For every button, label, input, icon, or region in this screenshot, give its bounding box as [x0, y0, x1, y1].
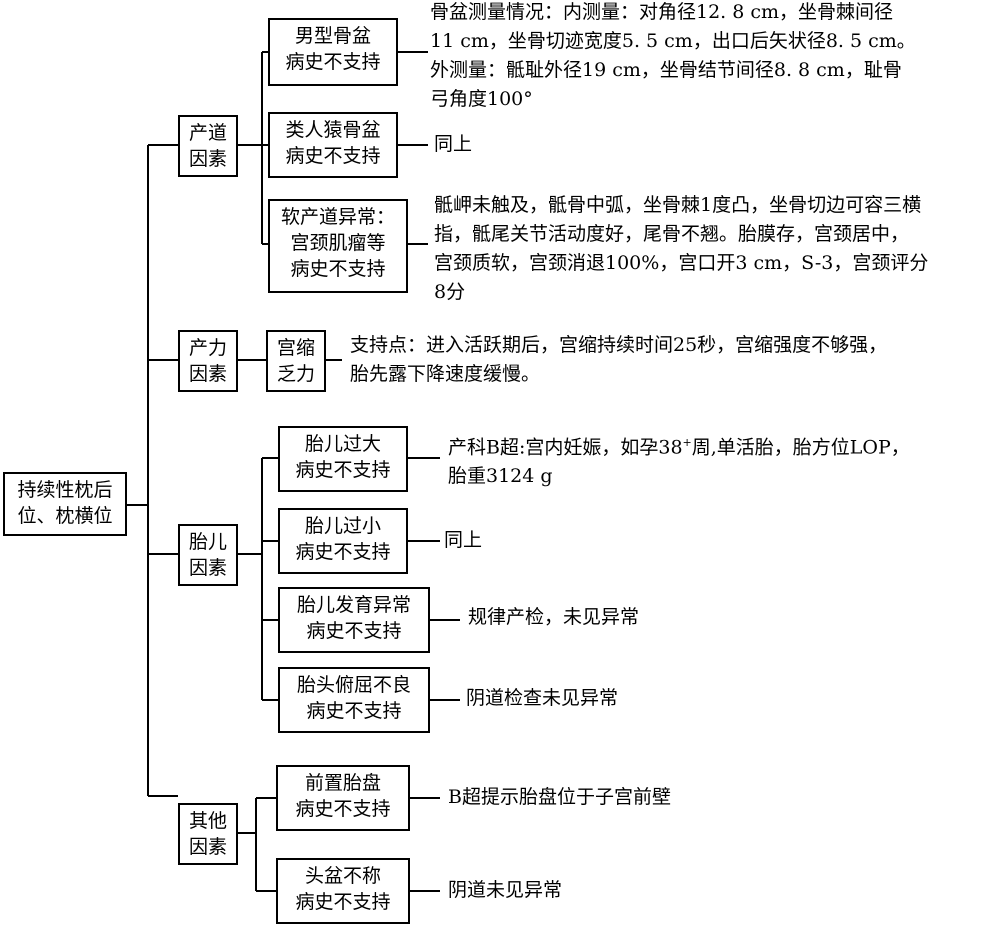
node-label: 病史不支持 — [306, 700, 402, 722]
node-label: 病史不支持 — [285, 145, 381, 167]
node-label: 乏力 — [276, 363, 315, 385]
root-node: 持续性枕后 位、枕横位 — [3, 472, 127, 536]
node-label: 胎头俯屈不良 — [296, 674, 411, 696]
note-fetal-large: 产科B超:宫内妊娠，如孕38+周,单活胎，胎方位LOP， 胎重3124 g — [448, 428, 910, 491]
note-line: 骶岬未触及，骶骨中弧，坐骨棘1度凸，坐骨切边可容三横 — [434, 194, 922, 216]
category-birth-canal-line2: 因素 — [188, 148, 227, 170]
category-force: 产力 因素 — [178, 330, 238, 392]
category-fetal-line1: 胎儿 — [188, 531, 227, 553]
root-line2: 位、枕横位 — [17, 505, 113, 527]
note-line: 胎先露下降速度缓慢。 — [350, 363, 541, 385]
node-anthropoid-pelvis: 类人猿骨盆 病史不支持 — [268, 112, 398, 178]
note-anterior-placenta: B超提示胎盘位于子宫前壁 — [448, 783, 671, 812]
node-label: 前置胎盘 — [304, 772, 381, 794]
node-label: 胎儿发育异常 — [296, 594, 411, 616]
category-force-line2: 因素 — [188, 363, 227, 385]
note-anthropoid-pelvis: 同上 — [434, 130, 472, 159]
note-fetal-abnormal: 规律产检，未见异常 — [468, 603, 639, 632]
node-fetal-small: 胎儿过小 病史不支持 — [278, 508, 408, 574]
category-other-line2: 因素 — [188, 836, 227, 858]
note-line: 规律产检，未见异常 — [468, 606, 640, 628]
category-birth-canal: 产道 因素 — [178, 115, 238, 177]
note-text: 周,单活胎，胎方位LOP， — [691, 436, 910, 459]
category-other-line1: 其他 — [188, 810, 227, 832]
note-fetal-small: 同上 — [444, 526, 482, 555]
note-uterine-inertia: 支持点：进入活跃期后，宫缩持续时间25秒，宫缩强度不够强， 胎先露下降速度缓慢。 — [350, 331, 887, 389]
note-line: 产科B超:宫内妊娠，如孕38+周,单活胎，胎方位LOP， — [448, 428, 910, 462]
node-label: 胎儿过小 — [304, 515, 381, 537]
note-cpd: 阴道未见异常 — [448, 876, 562, 905]
node-poor-flexion: 胎头俯屈不良 病史不支持 — [278, 667, 430, 733]
note-line: B超提示胎盘位于子宫前壁 — [448, 786, 671, 808]
note-soft-canal: 骶岬未触及，骶骨中弧，坐骨棘1度凸，坐骨切边可容三横 指，骶尾关节活动度好，尾骨… — [434, 191, 928, 307]
note-line: 同上 — [434, 133, 473, 155]
note-poor-flexion: 阴道检查未见异常 — [466, 684, 618, 713]
category-fetal: 胎儿 因素 — [178, 524, 238, 586]
note-line: 外测量：骶耻外径19 cm，坐骨结节间径8. 8 cm，耻骨 — [430, 59, 902, 81]
node-label: 宫颈肌瘤等 — [290, 232, 386, 254]
note-text: 产科B超:宫内妊娠，如孕38 — [448, 436, 683, 459]
category-force-line1: 产力 — [188, 337, 227, 359]
category-fetal-line2: 因素 — [188, 557, 227, 579]
node-label: 宫缩 — [276, 337, 315, 359]
note-line: 骨盆测量情况：内测量：对角径12. 8 cm，坐骨棘间径 — [430, 1, 894, 23]
node-label: 病史不支持 — [295, 541, 391, 563]
note-line: 同上 — [444, 529, 483, 551]
node-anterior-placenta: 前置胎盘 病史不支持 — [276, 765, 410, 831]
note-line: 宫颈质软，宫颈消退100%，宫口开3 cm，S-3，宫颈评分 — [434, 252, 929, 274]
note-line: 11 cm，坐骨切迹宽度5. 5 cm，出口后矢状径8. 5 cm。 — [430, 30, 916, 52]
note-male-pelvis: 骨盆测量情况：内测量：对角径12. 8 cm，坐骨棘间径 11 cm，坐骨切迹宽… — [430, 0, 916, 114]
note-line: 弓角度100° — [430, 88, 533, 110]
node-label: 病史不支持 — [295, 798, 391, 820]
note-superscript: + — [682, 436, 692, 449]
node-label: 病史不支持 — [295, 459, 391, 481]
note-line: 支持点：进入活跃期后，宫缩持续时间25秒，宫缩强度不够强， — [350, 334, 888, 356]
root-line1: 持续性枕后 — [17, 479, 113, 501]
node-label: 病史不支持 — [285, 51, 381, 73]
node-male-pelvis: 男型骨盆 病史不支持 — [268, 18, 398, 86]
node-label: 软产道异常： — [280, 206, 395, 228]
note-line: 8分 — [434, 281, 466, 303]
node-label: 胎儿过大 — [304, 433, 381, 455]
node-cpd: 头盆不称 病史不支持 — [276, 858, 410, 924]
node-fetal-abnormal: 胎儿发育异常 病史不支持 — [278, 587, 430, 653]
node-label: 病史不支持 — [295, 891, 391, 913]
note-line: 阴道未见异常 — [448, 879, 563, 901]
node-label: 男型骨盆 — [294, 25, 371, 47]
node-soft-canal: 软产道异常： 宫颈肌瘤等 病史不支持 — [268, 199, 408, 293]
node-label: 类人猿骨盆 — [285, 119, 381, 141]
node-uterine-inertia: 宫缩 乏力 — [266, 330, 326, 392]
category-birth-canal-line1: 产道 — [188, 122, 227, 144]
note-line: 阴道检查未见异常 — [466, 687, 619, 709]
node-fetal-large: 胎儿过大 病史不支持 — [278, 426, 408, 492]
node-label: 病史不支持 — [306, 620, 402, 642]
node-label: 头盆不称 — [304, 865, 381, 887]
note-line: 指，骶尾关节活动度好，尾骨不翘。胎膜存，宫颈居中， — [434, 223, 910, 245]
category-other: 其他 因素 — [178, 803, 238, 865]
note-line: 胎重3124 g — [448, 465, 553, 488]
node-label: 病史不支持 — [290, 258, 386, 280]
